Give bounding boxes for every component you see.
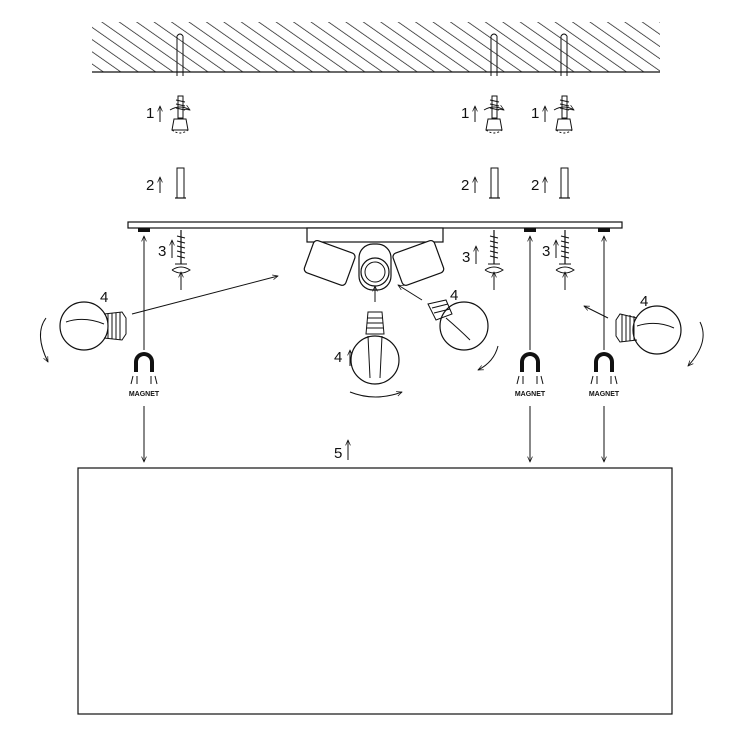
step5: 5: [334, 440, 348, 462]
magnet-label-mid: MAGNET: [515, 391, 546, 398]
bar-magnet-pad-mid: [524, 228, 536, 232]
step2-number-right: 2: [531, 177, 539, 194]
step5-number: 5: [334, 445, 342, 462]
step1-screw-left: 1: [146, 95, 190, 134]
step4-number-center: 4: [334, 349, 342, 366]
lamp-head-left: [303, 239, 356, 286]
step3-number-left: 3: [158, 243, 166, 260]
lamp-body: [306, 227, 444, 243]
step2-plug-left: 2: [146, 167, 186, 199]
step1-number-left: 1: [146, 105, 154, 122]
step1-number-mid: 1: [461, 105, 469, 122]
step1-screw-mid: 1: [461, 95, 504, 134]
magnet-left: MAGNET: [129, 236, 160, 462]
step4-number-left: 4: [100, 289, 108, 306]
step2-plug-right: 2: [531, 167, 570, 199]
step4-number-right: 4: [640, 293, 648, 310]
mounting-bar: [127, 221, 623, 243]
ceiling: [92, 22, 660, 73]
magnet-label-right: MAGNET: [589, 391, 620, 398]
step2-number-mid: 2: [461, 177, 469, 194]
cover-panel: [77, 467, 673, 715]
bar-magnet-pad-left: [138, 228, 150, 232]
step3-number-right: 3: [542, 243, 550, 260]
step4-number-midright: 4: [450, 287, 458, 304]
step3-screw-right: 3: [542, 230, 575, 290]
step4-bulb-midright: 4: [398, 285, 499, 371]
step3-screw-mid: 3: [462, 230, 504, 290]
lamp-head-center: [358, 243, 392, 291]
step1-number-right: 1: [531, 105, 539, 122]
step4-bulb-right: 4: [584, 293, 704, 366]
magnet-label-left: MAGNET: [129, 391, 160, 398]
step3-screw-left: 3: [158, 230, 191, 290]
magnet-right: MAGNET: [589, 236, 620, 462]
step2-plug-mid: 2: [461, 167, 500, 199]
ceiling-holes: [176, 33, 568, 76]
lamp-heads: [303, 239, 445, 302]
step1-screw-right: 1: [531, 95, 574, 134]
step4-bulb-center: 4: [334, 311, 402, 398]
step4-bulb-left: 4: [40, 276, 278, 362]
step3-number-mid: 3: [462, 249, 470, 266]
step2-number-left: 2: [146, 177, 154, 194]
bar-magnet-pad-right: [598, 228, 610, 232]
magnet-mid: MAGNET: [515, 236, 546, 462]
lamp-head-right: [392, 239, 445, 286]
